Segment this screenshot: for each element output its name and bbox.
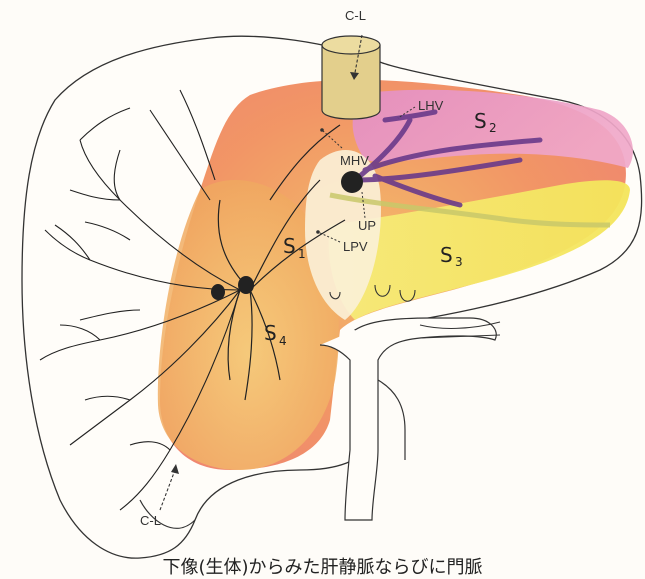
portal-node-1 xyxy=(211,284,225,300)
ivc-cylinder xyxy=(322,45,380,119)
label-mhv: MHV xyxy=(340,153,369,168)
label-lpv: LPV xyxy=(343,239,368,254)
label-cl-bottom: C-L xyxy=(140,513,161,528)
segment-sub-s1: 1 xyxy=(298,247,306,261)
label-lhv: LHV xyxy=(418,98,444,113)
lpv-leader-dot xyxy=(316,230,320,234)
segment-sub-s2: 2 xyxy=(489,121,497,135)
ivc-top xyxy=(322,36,380,54)
portal-node-2 xyxy=(238,276,254,294)
label-up: UP xyxy=(358,218,376,233)
aorta-branch xyxy=(378,380,405,460)
segment-label-s2: S xyxy=(474,109,487,133)
segment-label-s1: S xyxy=(283,234,296,258)
segment-label-s4: S xyxy=(264,321,277,345)
mhv-junction xyxy=(341,171,363,193)
segment-sub-s4: 4 xyxy=(279,334,287,348)
figure-caption: 下像(生体)からみた肝静脈ならびに門脈 xyxy=(0,553,645,579)
segment-label-s3: S xyxy=(440,243,453,267)
mhv-leader-dot xyxy=(320,128,324,132)
segment-sub-s3: 3 xyxy=(455,255,463,269)
label-cl-top: C-L xyxy=(345,8,366,23)
